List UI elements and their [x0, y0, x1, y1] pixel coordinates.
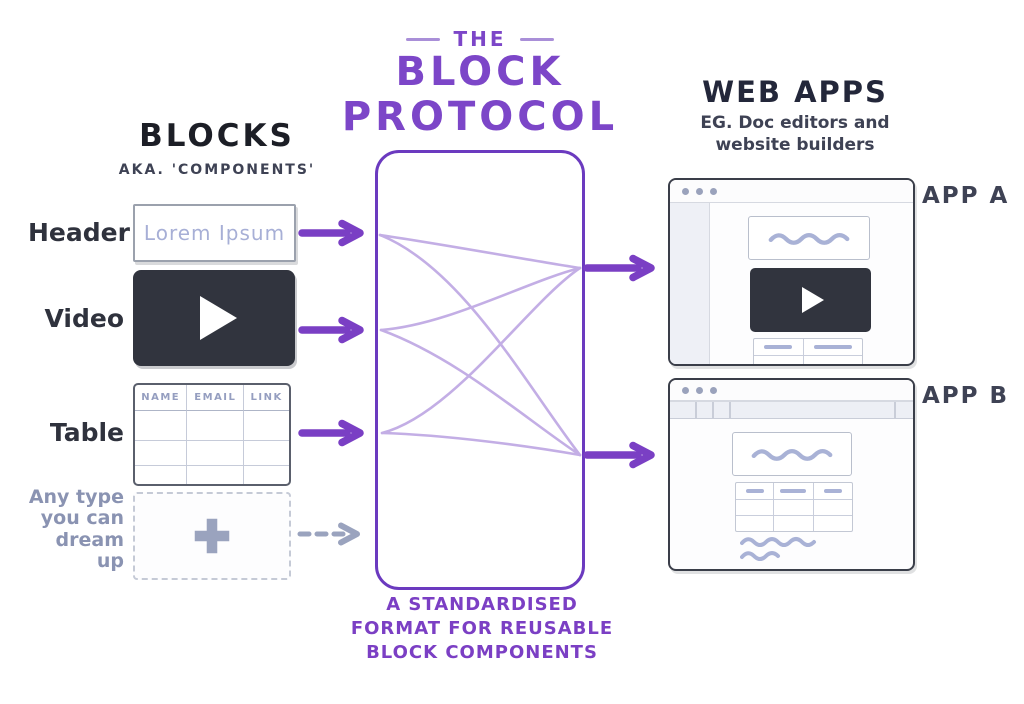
webapps-subtitle-line1: EG. Doc editors and — [700, 113, 890, 133]
blocks-subtitle: AKA. 'COMPONENTS' — [118, 162, 316, 178]
toolbar-separator — [695, 402, 697, 418]
kicker-text: THE — [453, 27, 507, 51]
window-dot — [710, 387, 717, 394]
table-grid: NAME EMAIL LINK — [135, 385, 289, 484]
mini-table-cell — [813, 500, 852, 516]
any-type-block — [133, 492, 291, 580]
kicker-dash-left — [406, 37, 441, 41]
window-dot — [696, 188, 703, 195]
blocks-title: BLOCKS — [139, 118, 295, 154]
app-a-sidebar — [670, 203, 710, 364]
table-block: NAME EMAIL LINK — [133, 383, 291, 486]
mini-table-cell — [736, 483, 775, 500]
table-col-name: NAME — [135, 385, 188, 411]
table-col-link: LINK — [244, 385, 289, 411]
video-block — [133, 270, 295, 366]
caption-line1: A STANDARDISED — [386, 594, 578, 615]
webapps-title: WEB APPS — [702, 75, 888, 109]
app-a-table-block — [753, 338, 863, 364]
mini-table-cell — [814, 516, 852, 532]
window-dot — [682, 387, 689, 394]
text-squiggle-icon — [740, 537, 816, 547]
window-dot — [682, 188, 689, 195]
window-dot — [710, 188, 717, 195]
app-a-video-block — [750, 268, 871, 332]
play-icon — [199, 296, 237, 340]
mini-table-cell — [754, 356, 804, 364]
plus-icon — [194, 518, 230, 554]
window-dot — [696, 387, 703, 394]
mini-table-cell — [736, 515, 775, 531]
table-empty-cell — [187, 411, 245, 441]
table-empty-cell — [244, 411, 289, 441]
table-col-email: EMAIL — [187, 385, 245, 411]
mini-table-cell — [736, 500, 775, 516]
table-empty-cell — [244, 466, 289, 484]
app-a-titlebar — [670, 180, 913, 203]
mini-table-cell — [774, 500, 814, 516]
protocol-mapping-curves — [378, 233, 582, 457]
arrow-table-to-protocol — [298, 419, 364, 447]
app-b-label: APP B — [922, 383, 1010, 409]
app-b-toolbar — [670, 401, 913, 419]
window-dots-icon — [682, 387, 717, 394]
table-empty-cell — [135, 466, 188, 484]
table-empty-cell — [244, 441, 289, 466]
table-empty-cell — [135, 441, 188, 466]
play-icon — [801, 287, 824, 313]
table-block-label: Table — [49, 418, 124, 447]
app-b-titlebar — [670, 380, 913, 401]
protocol-caption: A STANDARDISED FORMAT FOR REUSABLE BLOCK… — [330, 593, 634, 665]
header-block: Lorem Ipsum — [133, 204, 296, 262]
arrow-protocol-to-app-b — [583, 441, 655, 469]
webapps-subtitle-line2: website builders — [715, 135, 875, 156]
app-b-header-block — [732, 432, 852, 476]
header-block-text: Lorem Ipsum — [143, 221, 286, 245]
app-b-table-block — [735, 482, 853, 532]
text-squiggle-icon — [740, 551, 780, 561]
app-a-window — [668, 178, 915, 366]
mini-table-cell — [813, 483, 852, 500]
arrow-protocol-to-app-a — [583, 254, 655, 282]
arrow-any-to-protocol-dashed — [297, 522, 360, 546]
window-dots-icon — [682, 188, 717, 195]
app-a-label: APP A — [922, 183, 1010, 209]
caption-line2: FORMAT FOR REUSABLE — [350, 617, 614, 639]
toolbar-separator — [894, 402, 896, 418]
toolbar-separator — [729, 402, 731, 418]
video-block-label: Video — [44, 304, 124, 333]
protocol-box — [375, 150, 585, 590]
text-squiggle-icon — [768, 232, 850, 245]
toolbar-separator — [712, 402, 714, 418]
arrow-video-to-protocol — [298, 316, 364, 344]
protocol-title-line2: PROTOCOL — [341, 93, 619, 140]
header-block-label: Header — [28, 218, 130, 247]
any-type-label: Any type you can dream up — [28, 486, 124, 572]
table-empty-cell — [135, 411, 188, 441]
kicker-dash-right — [519, 37, 554, 41]
app-a-header-block — [748, 216, 870, 260]
app-b-window — [668, 378, 915, 571]
table-empty-cell — [187, 441, 245, 466]
caption-line3: BLOCK COMPONENTS — [366, 641, 598, 663]
mini-table-cell — [803, 339, 862, 356]
protocol-kicker: THE — [370, 27, 590, 51]
text-squiggle-icon — [751, 448, 833, 461]
arrow-header-to-protocol — [298, 219, 364, 247]
protocol-title: BLOCK PROTOCOL — [330, 50, 630, 140]
mini-table-cell — [774, 515, 814, 531]
table-empty-cell — [187, 466, 245, 484]
webapps-subtitle: EG. Doc editors and website builders — [660, 112, 930, 156]
mini-table-cell — [804, 356, 862, 364]
mini-table-cell — [774, 483, 814, 500]
mini-table-cell — [754, 339, 804, 356]
protocol-title-line1: BLOCK — [395, 49, 565, 95]
